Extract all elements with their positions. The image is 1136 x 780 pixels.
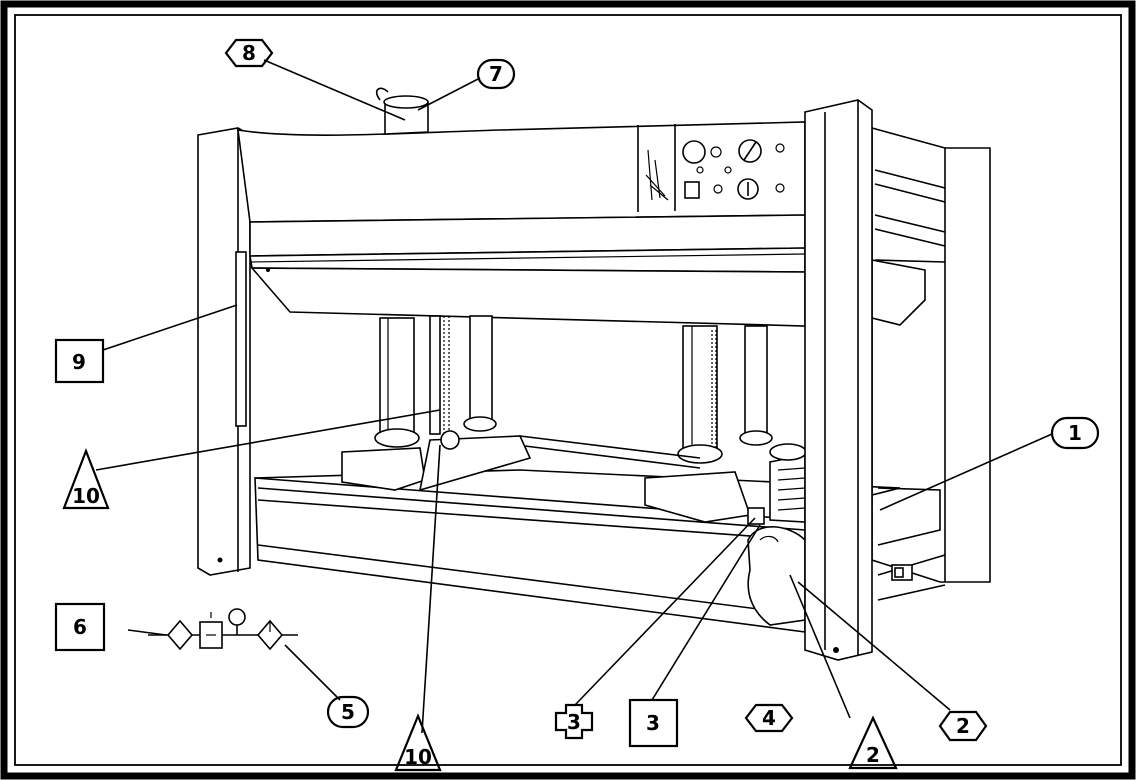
callout-3-square: 3 bbox=[628, 698, 679, 748]
callout-8-label: 8 bbox=[242, 41, 256, 65]
callout-3-cross-label: 3 bbox=[567, 710, 581, 734]
callout-10-bottom-label: 10 bbox=[404, 745, 432, 769]
callout-8: 8 bbox=[224, 38, 274, 68]
rear-right-frame bbox=[871, 126, 991, 601]
callout-7-label: 7 bbox=[489, 62, 503, 86]
control-panel bbox=[682, 139, 785, 200]
inner-frame bbox=[14, 14, 1122, 766]
callout-3-square-label: 3 bbox=[646, 711, 660, 735]
callout-4-label: 4 bbox=[762, 706, 776, 730]
motor-pump bbox=[747, 443, 807, 626]
callout-9: 9 bbox=[54, 338, 105, 384]
right-column bbox=[804, 99, 873, 661]
callout-10-bottom: 10 bbox=[394, 713, 442, 772]
oil-tank bbox=[375, 87, 429, 135]
callout-3-cross: 3 bbox=[554, 703, 594, 740]
callout-2-diamond: 2 bbox=[938, 710, 988, 742]
callout-5-label: 5 bbox=[341, 700, 355, 724]
callout-7: 7 bbox=[476, 58, 516, 90]
callout-6: 6 bbox=[54, 602, 106, 652]
left-column bbox=[197, 127, 251, 576]
lower-platen bbox=[341, 430, 752, 523]
upper-beam bbox=[237, 87, 806, 223]
callout-10-left-label: 10 bbox=[72, 484, 100, 508]
cylinders bbox=[374, 315, 773, 464]
callout-4: 4 bbox=[744, 703, 794, 733]
callout-1-label: 1 bbox=[1068, 421, 1082, 445]
callout-2-triangle-label: 2 bbox=[866, 743, 880, 767]
callout-1: 1 bbox=[1050, 416, 1100, 450]
press-machine bbox=[197, 87, 991, 661]
air-filter-regulator-symbol bbox=[148, 608, 298, 651]
callout-2-diamond-label: 2 bbox=[956, 714, 970, 738]
callout-2-triangle: 2 bbox=[848, 715, 898, 770]
callout-6-label: 6 bbox=[73, 615, 87, 639]
callout-5: 5 bbox=[326, 695, 370, 729]
leader-lines bbox=[95, 59, 1053, 734]
callout-10-left: 10 bbox=[62, 447, 110, 510]
callout-9-label: 9 bbox=[72, 350, 86, 374]
